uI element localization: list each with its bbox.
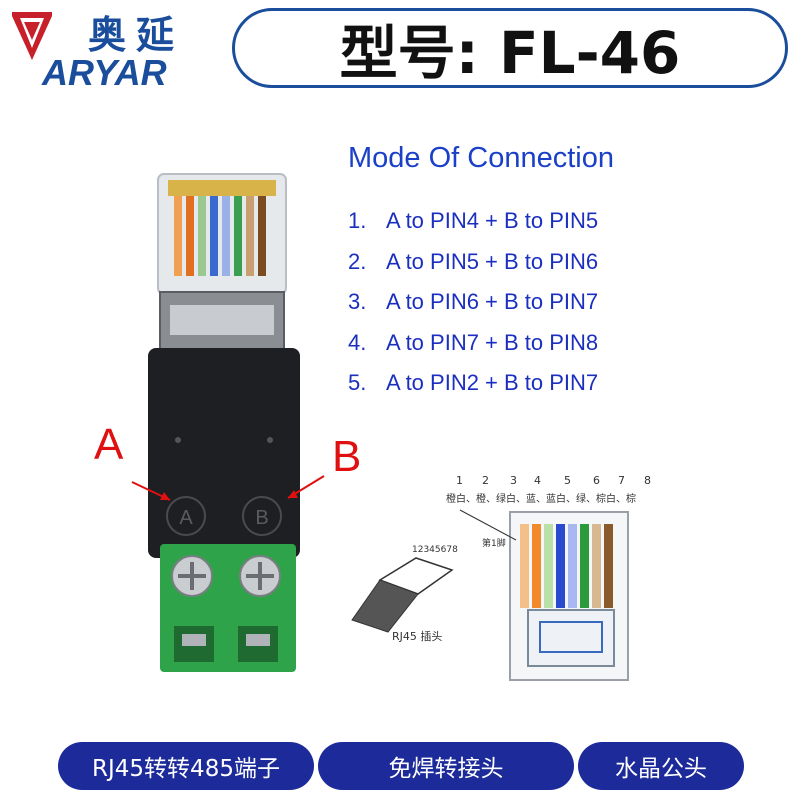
diagram-wires [520,524,613,608]
list-item: 4.A to PIN7 + B to PIN8 [348,329,599,355]
model-banner: 型号: FL-46 [232,8,788,88]
svg-text:3: 3 [510,474,517,487]
feature-pill-crystal-male: 水晶公头 [578,742,744,790]
connection-list: 1.A to PIN4 + B to PIN5 2.A to PIN5 + B … [348,208,598,411]
feature-pill-solder-free: 免焊转接头 [318,742,574,790]
terminal-a-mark: A [179,507,193,529]
logo-chinese-name: 奥延 [88,13,185,57]
brand-logo [12,12,52,60]
label-a: A [94,420,124,469]
model-number: 型号: FL-46 [339,19,681,87]
svg-text:4: 4 [534,474,541,487]
plug-pin-numbers: 12345678 [412,545,458,555]
plug-label: RJ45 插头 [392,629,442,643]
pin-number-row: 1 2 3 4 5 6 7 8 [456,474,651,487]
svg-text:2: 2 [482,474,489,487]
list-item: 1.A to PIN4 + B to PIN5 [348,208,599,233]
list-item: 2.A to PIN5 + B to PIN6 [348,248,599,274]
rj45-wires [174,196,266,276]
feature-pill-rj45-485: RJ45转转485端子 [58,742,314,790]
list-item: 5.A to PIN2 + B to PIN7 [348,370,599,395]
svg-text:8: 8 [644,474,651,487]
logo-english-name: ARYAR [42,52,167,93]
adapter-product-image: A B [131,173,325,672]
label-b: B [332,432,362,481]
pin1-label: 第1脚 [482,537,506,549]
wire-color-sequence: 橙白、橙、绿白、蓝、蓝白、绿、棕白、棕 [446,492,636,505]
svg-text:1: 1 [456,474,463,487]
svg-text:5: 5 [564,474,571,487]
mode-of-connection-title: Mode Of Connection [348,142,614,174]
svg-text:6: 6 [593,474,600,487]
terminal-b-mark: B [255,507,268,529]
list-item: 3.A to PIN6 + B to PIN7 [348,289,599,314]
rj45-pin-diagram: 1 2 3 4 5 6 7 8 橙白、橙、绿白、蓝、蓝白、绿、棕白、棕 第1脚 … [351,474,651,681]
svg-text:7: 7 [618,474,625,487]
